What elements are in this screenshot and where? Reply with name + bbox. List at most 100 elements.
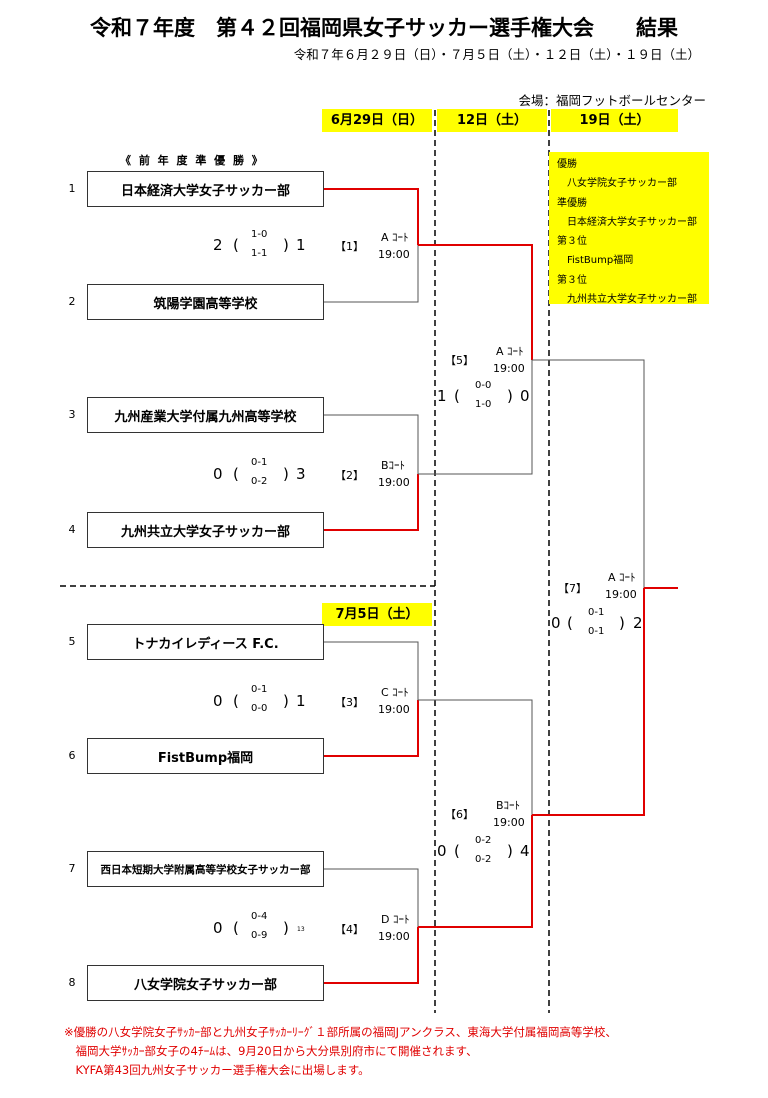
team-box: FistBump福岡	[87, 738, 324, 774]
m3-number: 【3】	[335, 696, 364, 709]
team-box: トナカイレディース F.C.	[87, 624, 324, 660]
seed-number: 2	[68, 295, 76, 308]
m1-number: 【1】	[335, 240, 364, 253]
third-place-label: 第３位	[557, 236, 587, 248]
m5-half2: 1-0	[475, 399, 492, 410]
m7-time: 19:00	[605, 588, 637, 601]
paren-open: (	[454, 842, 460, 860]
paren-close: )	[283, 236, 289, 254]
m4-half2: 0-9	[251, 930, 268, 941]
m7-half1: 0-1	[588, 607, 605, 618]
m7-score-left: 0	[551, 614, 561, 632]
m2-court: Bｺｰﾄ	[381, 459, 406, 472]
m4-line-winner	[324, 927, 419, 984]
m6-score-left: 0	[437, 842, 447, 860]
m4-half1: 0-4	[251, 911, 268, 922]
m7-line-winner	[532, 588, 645, 816]
m2-number: 【2】	[335, 469, 364, 482]
m5-half1: 0-0	[475, 380, 492, 391]
m7-court: A ｺｰﾄ	[608, 571, 636, 584]
paren-close: )	[619, 614, 625, 632]
paren-close: )	[283, 465, 289, 483]
seed-number: 5	[68, 635, 76, 648]
m2-time: 19:00	[378, 476, 410, 489]
third-place-name: 九州共立大学女子サッカー部	[567, 294, 697, 306]
m6-half2: 0-2	[475, 854, 492, 865]
m5-score-right: 0	[520, 387, 530, 405]
champion-label: 優勝	[557, 159, 577, 170]
runner-up-name: 日本経済大学女子サッカー部	[567, 216, 697, 228]
seed-number: 7	[68, 862, 76, 875]
previous-runner-up-label: 《 前 年 度 準 優 勝 》	[120, 154, 265, 167]
m4-line-loser	[324, 868, 419, 927]
m6-time: 19:00	[493, 816, 525, 829]
m7-number: 【7】	[558, 582, 587, 595]
m3-half1: 0-1	[251, 684, 268, 695]
m2-half2: 0-2	[251, 476, 268, 487]
m1-score-right: 1	[296, 236, 306, 254]
m5-time: 19:00	[493, 362, 525, 375]
team-box: 日本経済大学女子サッカー部	[87, 171, 324, 207]
m6-score-right: 4	[520, 842, 530, 860]
m1-half1: 1-0	[251, 229, 268, 240]
m3-time: 19:00	[378, 703, 410, 716]
paren-close: )	[507, 842, 513, 860]
m4-time: 19:00	[378, 930, 410, 943]
m7-line-loser	[532, 359, 645, 588]
m1-time: 19:00	[378, 248, 410, 261]
m4-note: 13	[297, 926, 305, 933]
m2-score-left: 0	[213, 465, 223, 483]
m5-line-winner	[418, 244, 533, 360]
tournament-dates: 令和７年６月２９日（日）・７月５日（土）・１２日（土）・１９日（土）	[293, 47, 700, 62]
paren-open: (	[233, 919, 239, 937]
m3-half2: 0-0	[251, 703, 268, 714]
m1-court: A ｺｰﾄ	[381, 231, 409, 244]
m2-line-loser	[324, 414, 419, 474]
footnote-line: KYFA第43回九州女子サッカー選手権大会に出場します。	[64, 1063, 370, 1077]
m1-line-winner	[324, 188, 419, 245]
m1-half2: 1-1	[251, 248, 268, 259]
paren-open: (	[454, 387, 460, 405]
team-box: 九州産業大学付属九州高等学校	[87, 397, 324, 433]
m5-line-loser	[418, 360, 533, 475]
team-box: 八女学院女子サッカー部	[87, 965, 324, 1001]
m4-court: D ｺｰﾄ	[381, 913, 410, 926]
m3-score-left: 0	[213, 692, 223, 710]
venue-label: 会場：福岡フットボールセンター	[518, 93, 706, 108]
runner-up-label: 準優勝	[557, 197, 587, 209]
m2-score-right: 3	[296, 465, 306, 483]
m5-number: 【5】	[445, 354, 474, 367]
m7-score-right: 2	[633, 614, 643, 632]
paren-close: )	[283, 692, 289, 710]
third-place-name: FistBump福岡	[567, 255, 634, 267]
m2-half1: 0-1	[251, 457, 268, 468]
m3-line-loser	[324, 641, 419, 700]
third-place-label: 第３位	[557, 274, 587, 286]
seed-number: 6	[68, 749, 76, 762]
m5-score-left: 1	[437, 387, 447, 405]
m6-number: 【6】	[445, 808, 474, 821]
m7-half2: 0-1	[588, 626, 605, 637]
footnotes: ※優勝の八女学院女子ｻｯｶｰ部と九州女子ｻｯｶｰﾘｰｸﾞ１部所属の福岡Jアンクラ…	[64, 1023, 617, 1080]
m2-line-winner	[324, 474, 419, 531]
seed-number: 4	[68, 523, 76, 536]
paren-open: (	[233, 236, 239, 254]
footnote-line: 福岡大学ｻｯｶｰ部女子の4ﾁｰﾑは、9月20日から大分県別府市にて開催されます、	[64, 1044, 478, 1058]
m6-court: Bｺｰﾄ	[496, 799, 521, 812]
team-box: 九州共立大学女子サッカー部	[87, 512, 324, 548]
paren-close: )	[507, 387, 513, 405]
m1-line-loser	[324, 245, 419, 303]
round-label-r3: 19日（土）	[551, 109, 678, 132]
team-box: 西日本短期大学附属高等学校女子サッカー部	[87, 851, 324, 887]
team-box: 筑陽学園高等学校	[87, 284, 324, 320]
m6-line-winner	[418, 815, 533, 928]
m6-line-loser	[418, 699, 533, 815]
round-label-r2: 12日（土）	[437, 109, 547, 132]
m3-score-right: 1	[296, 692, 306, 710]
footnote-line: ※優勝の八女学院女子ｻｯｶｰ部と九州女子ｻｯｶｰﾘｰｸﾞ１部所属の福岡Jアンクラ…	[64, 1025, 617, 1039]
m3-court: C ｺｰﾄ	[381, 686, 409, 699]
paren-close: )	[283, 919, 289, 937]
seed-number: 3	[68, 408, 76, 421]
round-label-r1b: 7月5日（土）	[322, 603, 432, 626]
paren-open: (	[233, 692, 239, 710]
